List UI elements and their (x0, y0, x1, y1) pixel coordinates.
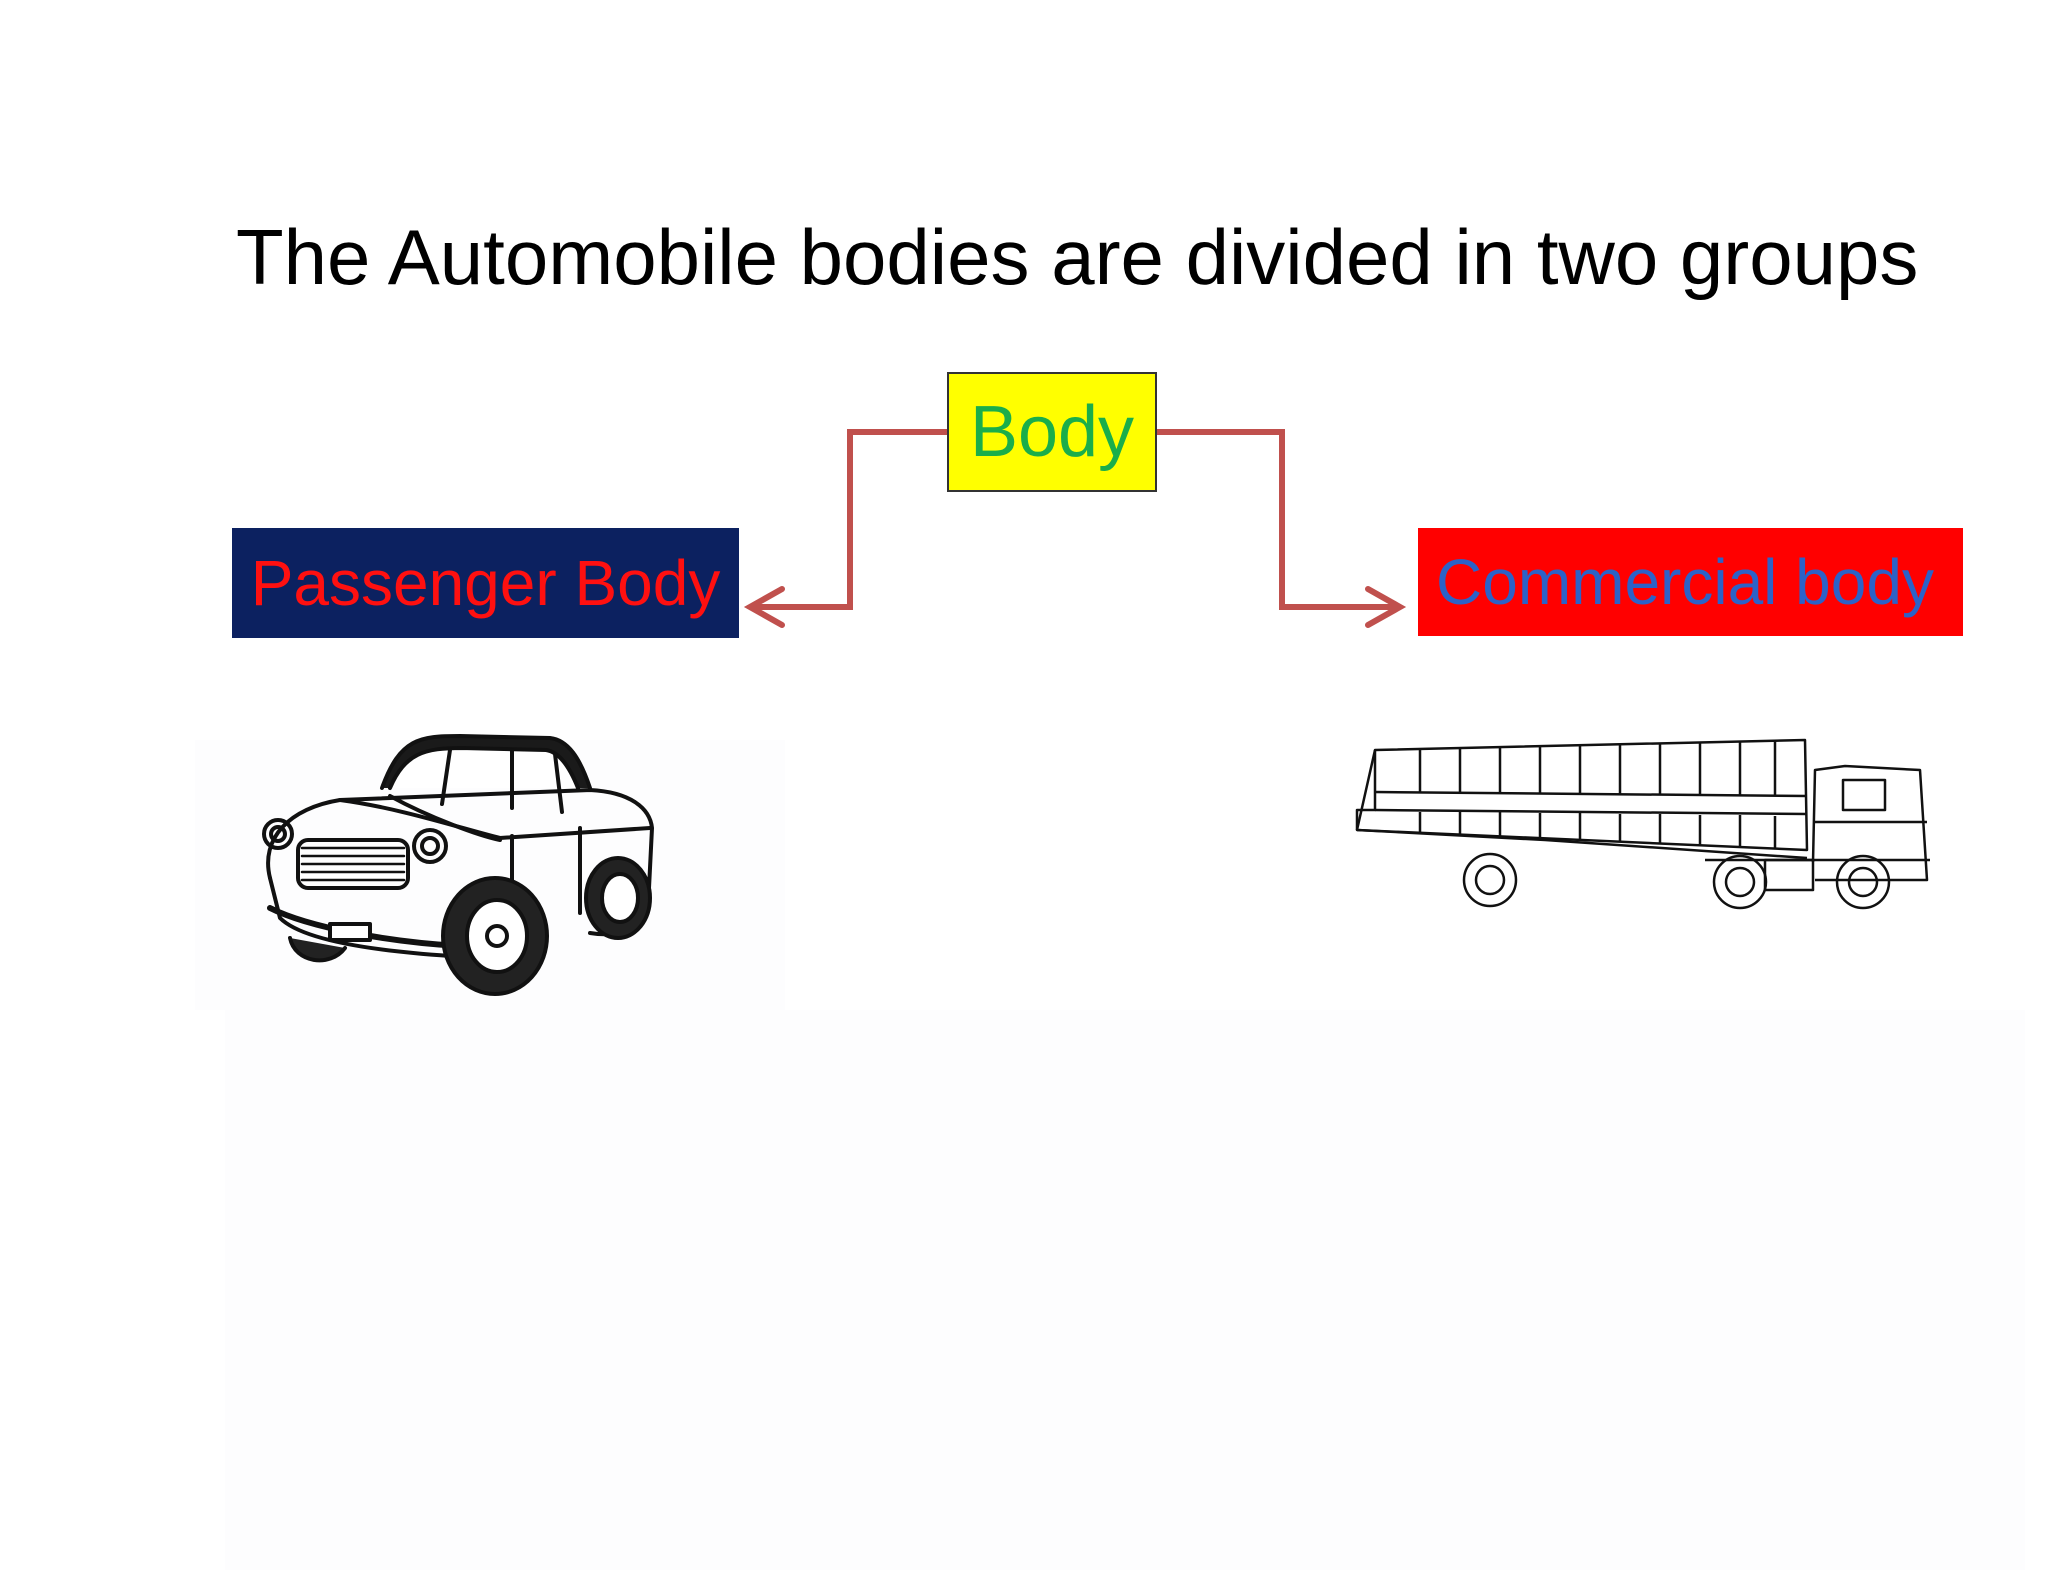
arrowhead-left (743, 586, 785, 628)
root-node-body: Body (947, 372, 1157, 492)
commercial-label: Commercial body (1436, 546, 1934, 618)
child-node-commercial: Commercial body (1418, 528, 1963, 636)
passenger-label: Passenger Body (250, 547, 721, 619)
arrowhead-right (1365, 586, 1407, 628)
truck-icon (1355, 738, 1930, 910)
slide-title: The Automobile bodies are divided in two… (236, 213, 1919, 301)
content-panel (225, 1010, 2025, 1570)
connector-to-passenger (752, 429, 947, 610)
connector-to-commercial (1157, 429, 1397, 610)
child-node-passenger: Passenger Body (232, 528, 739, 638)
root-node-label: Body (969, 392, 1135, 472)
car-icon (262, 734, 654, 996)
